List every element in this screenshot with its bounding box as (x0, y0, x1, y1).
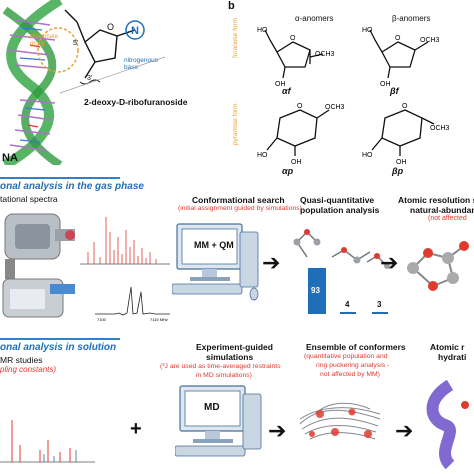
gas-phase-divider (0, 177, 120, 179)
conformational-search-title: Conformational search (192, 195, 285, 205)
population-bar (308, 268, 326, 314)
ensemble-subtitle-3: not affected by MM) (320, 371, 380, 378)
conformer-molecules (293, 229, 390, 269)
experiment-guided-title-2: simulations (206, 352, 254, 362)
alpha-pyranose-structure: O OCH3 HO OH (257, 103, 345, 165)
oh-label-bottom: OH (380, 81, 391, 87)
high-resolution-spectrum: 7100 7115 MHz (95, 286, 170, 322)
zoom-lines (60, 56, 166, 94)
atomic-structure-3d (407, 241, 469, 291)
solution-subtitle-2: pling constants) (0, 365, 57, 374)
plus-sign: + (130, 418, 142, 440)
conformational-search-subtitle: (initial assignment guided by simulation… (178, 205, 302, 212)
ensemble-subtitle: (quantitative population and (304, 353, 388, 360)
ensemble-subtitle-2: ring puckering analysis - (316, 362, 390, 369)
beta-furanose-structure: HO O OCH3 OH (362, 27, 440, 87)
dna-helix-illustration (2, 0, 63, 165)
oh-label-bottom: OH (275, 81, 286, 87)
atom-3-label: 3' (87, 75, 92, 82)
monitor-label-md: MD (204, 402, 220, 413)
arrow-solution-2: ➔ (395, 418, 414, 443)
conformer-ensemble-illustration (299, 402, 381, 440)
atomic-resolution-title: Atomic resolution s (398, 195, 474, 205)
nmr-spectrum (0, 420, 95, 463)
arrow-gas-2: ➔ (380, 250, 399, 275)
population-analysis-title-2: population analysis (300, 205, 380, 215)
ho-label: HO (362, 27, 373, 34)
solution-divider (0, 338, 120, 340)
och3-label: OCH3 (420, 37, 440, 44)
arrow-solution-1: ➔ (268, 418, 287, 443)
rotational-spectrum-chart (80, 217, 170, 265)
computer-mm-qm (172, 223, 259, 301)
hydration-illustration (426, 380, 469, 470)
population-bar (372, 312, 388, 314)
ring-o: O (402, 103, 408, 110)
monitor-label-mm-qm: MM + QM (194, 240, 234, 250)
furanose-form-label: furanose form (232, 17, 239, 58)
oh-label: OH (396, 159, 407, 165)
phosphate-label: phosphate group (30, 34, 59, 47)
population-value-label: 4 (345, 300, 350, 309)
dna-label: NA (2, 152, 18, 164)
ring-o: O (395, 35, 401, 42)
atomic-resolution-title-2: natural-abundance (410, 205, 474, 215)
spectrum-tick-right: 7115 MHz (150, 317, 168, 322)
phosphate-highlight (37, 27, 79, 73)
ho-label: HO (257, 152, 268, 159)
ring-o: O (290, 35, 296, 42)
experiment-guided-title: Experiment-guided (196, 342, 273, 352)
ring-o: O (297, 103, 303, 110)
alpha-header: α-anomers (295, 14, 334, 23)
experiment-guided-subtitle-2: in MD simulations) (196, 372, 252, 379)
ho-label: HO (362, 152, 373, 159)
beta-pyranose-structure: O OCH3 HO OH (362, 103, 450, 165)
spectrometer-illustration (2, 213, 75, 318)
pyranose-form-label: pyranose form (232, 103, 239, 145)
oh-label: HO (257, 27, 268, 34)
base-label: nitrogenous base (124, 57, 158, 71)
ensemble-title: Ensemble of conformers (306, 342, 406, 352)
solution-subtitle: MR studies (0, 355, 43, 365)
oh-label: OH (291, 159, 302, 165)
och3-label: OCH3 (325, 104, 345, 111)
label-af: αf (282, 86, 291, 96)
atom-5-label: 5' (73, 40, 78, 47)
ring-o-atom: O (107, 22, 114, 32)
beta-header: β-anomers (392, 14, 431, 23)
population-analysis-title: Quasi-quantitative (300, 195, 375, 205)
computer-md (175, 385, 262, 457)
population-value-label: 93 (311, 286, 320, 295)
label-bp: βp (392, 166, 404, 176)
population-bar (340, 312, 356, 314)
gas-phase-subtitle: tational spectra (0, 194, 58, 204)
atomic-resolution-subtitle: (not affected (428, 215, 467, 222)
och3-label: OCH3 (430, 125, 450, 132)
solution-title: onal analysis in solution (0, 342, 117, 353)
arrow-gas-1: ➔ (262, 250, 281, 275)
alpha-furanose-structure: HO O OCH3 OH (257, 27, 335, 87)
label-bf: βf (390, 86, 399, 96)
spectrum-tick-left: 7100 (97, 317, 107, 322)
population-value-label: 3 (377, 300, 382, 309)
label-ap: αp (282, 166, 294, 176)
gas-phase-title: onal analysis in the gas phase (0, 181, 144, 192)
sugar-label: 2-deoxy-D-ribofuranoside (84, 97, 188, 107)
och3-label: OCH3 (315, 51, 335, 58)
panel-b-letter: b (228, 0, 235, 12)
hydration-title-2: hydrati (438, 352, 467, 362)
ring-n-atom: N (131, 25, 139, 37)
hydration-title: Atomic r (430, 342, 465, 352)
experiment-guided-subtitle: (³J are used as time-averaged restraints (160, 363, 281, 370)
